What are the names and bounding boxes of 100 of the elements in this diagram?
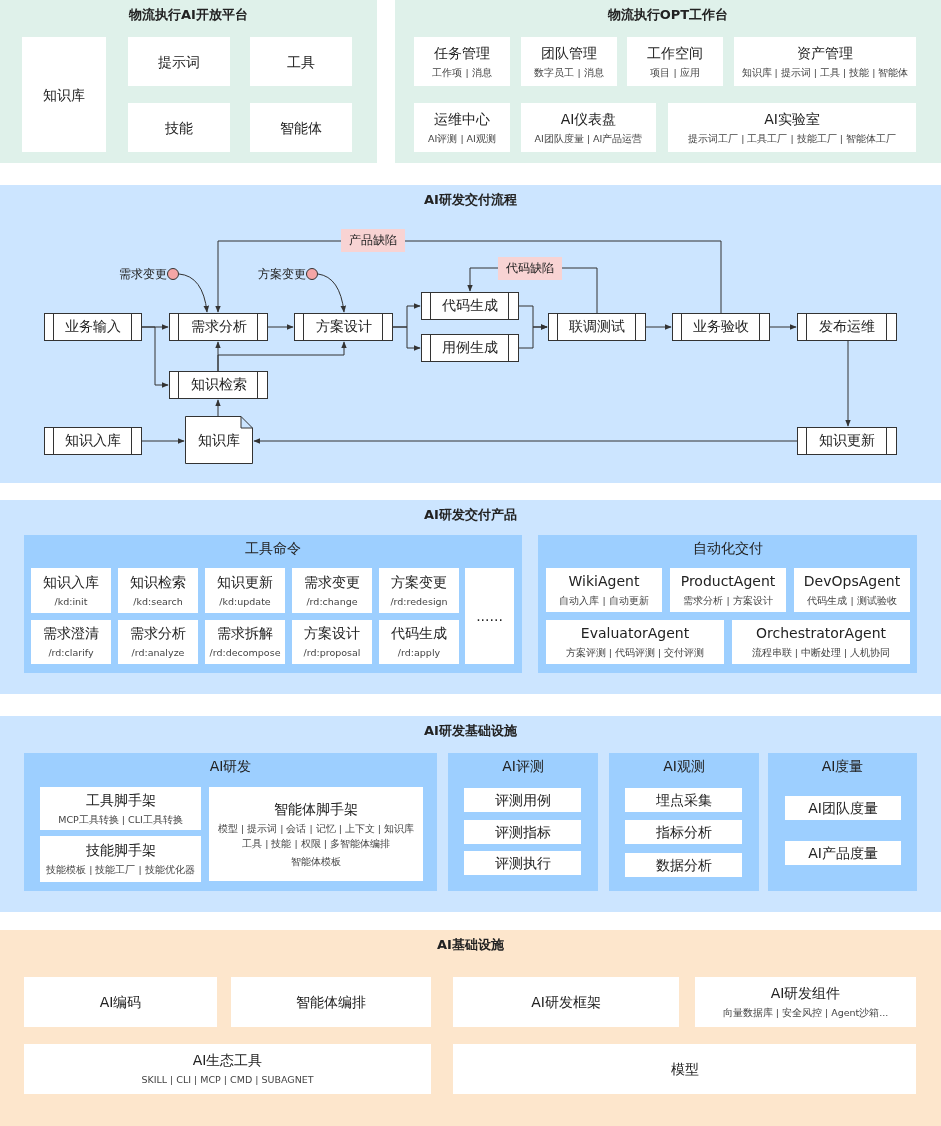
card-title: AI实验室 <box>764 109 820 128</box>
info-card <box>22 37 106 152</box>
card-subtitle: 技能模板 | 技能工厂 | 技能优化器 <box>45 863 196 877</box>
card-title: AI团队度量 <box>808 799 878 817</box>
card-title: 知识更新 <box>217 572 273 591</box>
info-card <box>625 788 742 812</box>
process-box: 用例生成 <box>421 334 519 362</box>
card-title: 模型 <box>670 1060 699 1078</box>
card-title: 技能脚手架 <box>85 841 156 859</box>
card-title: 需求拆解 <box>217 624 273 642</box>
card-title: 方案设计 <box>304 624 360 642</box>
group-panel <box>768 753 917 891</box>
card-subtitle: 向量数据库 | 安全风控 | Agent沙箱... <box>721 1006 890 1020</box>
info-card <box>414 103 510 152</box>
info-card <box>794 568 910 612</box>
info-card <box>625 820 742 844</box>
section-panel <box>395 0 941 163</box>
info-card <box>31 568 111 613</box>
panel-title: 自动化交付 <box>691 540 764 558</box>
info-card <box>625 853 742 877</box>
card-subtitle: /rd:apply <box>396 646 442 660</box>
info-card <box>695 977 916 1027</box>
info-card <box>521 103 656 152</box>
card-title: 技能 <box>165 118 193 137</box>
info-card <box>546 620 724 664</box>
card-title: 需求澄清 <box>43 624 99 642</box>
card-subtitle: /rd:proposal <box>302 646 362 660</box>
section-panel <box>0 0 377 163</box>
card-subtitle: 提示词工厂 | 工具工厂 | 技能工厂 | 智能体工厂 <box>687 131 897 146</box>
card-title: 运维中心 <box>434 109 490 128</box>
process-box: 知识检索 <box>169 371 268 399</box>
group-panel <box>24 753 437 891</box>
arrow <box>645 324 672 330</box>
card-subtitle: 方案评测 | 代码评测 | 交付评测 <box>564 646 706 660</box>
info-card <box>627 37 723 86</box>
card-title: 任务管理 <box>434 43 490 62</box>
event-label: 需求变更 <box>119 265 167 283</box>
arrow <box>141 326 169 388</box>
process-box: 业务验收 <box>672 313 770 341</box>
card-subtitle: 模型 | 提示词 | 会话 | 记忆 | 上下文 | 知识库工具 | 技能 | 权限 | 多智能体编排 <box>216 821 416 851</box>
card-subtitle: /rd:analyze <box>130 646 186 660</box>
info-card <box>668 103 916 152</box>
card-title: 智能体 <box>280 118 322 137</box>
panel-title: AI研发 <box>208 758 253 776</box>
section-title: 物流执行OPT工作台 <box>606 6 730 24</box>
group-panel <box>24 535 522 673</box>
panel-title: AI观测 <box>662 758 706 776</box>
section-panel <box>0 930 941 1126</box>
card-title: 评测执行 <box>494 854 551 872</box>
card-title: OrchestratorAgent <box>756 624 886 642</box>
info-card <box>379 620 459 664</box>
info-card <box>231 977 431 1027</box>
arrow <box>769 324 797 330</box>
info-card <box>31 620 111 664</box>
section-title: AI基础设施 <box>436 936 505 954</box>
info-card <box>128 103 230 152</box>
card-subtitle: /rd:clarify <box>47 646 95 660</box>
section-panel <box>0 185 941 483</box>
card-title: 方案变更 <box>391 572 447 591</box>
card-title: AI研发框架 <box>531 993 601 1011</box>
info-card <box>464 851 581 875</box>
info-card <box>24 1044 431 1094</box>
card-subtitle: /rd:redesign <box>389 594 449 609</box>
info-card <box>785 841 901 865</box>
card-subtitle: MCP工具转换 | CLI工具转换 <box>57 812 184 827</box>
info-card <box>40 836 201 882</box>
process-box: 知识更新 <box>797 427 897 455</box>
card-title: 工作空间 <box>647 43 703 62</box>
info-card <box>670 568 786 612</box>
info-card <box>292 568 372 613</box>
card-title: AI仪表盘 <box>560 109 617 128</box>
card-title: 埋点采集 <box>655 791 712 809</box>
arrow <box>467 267 598 314</box>
card-subtitle: /rd:change <box>305 594 359 609</box>
info-card <box>205 620 285 664</box>
card-title: ProductAgent <box>680 572 776 590</box>
arrow <box>518 324 548 349</box>
card-subtitle: AI评测 | AI观测 <box>427 131 497 146</box>
card-title: ...... <box>476 607 503 625</box>
card-subtitle: 项目 | 应用 <box>649 65 701 80</box>
card-subtitle: AI团队度量 | AI产品运营 <box>533 131 644 146</box>
card-subtitle: 流程串联 | 中断处理 | 人机协同 <box>750 646 892 660</box>
info-card <box>118 568 198 613</box>
info-card <box>205 568 285 613</box>
panel-title: 工具命令 <box>244 540 302 558</box>
card-subtitle: /kd:search <box>132 594 184 609</box>
info-card <box>40 787 201 830</box>
arrow <box>141 438 185 444</box>
info-card <box>521 37 617 86</box>
info-card <box>379 568 459 613</box>
info-card <box>209 787 423 881</box>
card-title: 提示词 <box>158 52 200 71</box>
info-card <box>250 37 352 86</box>
card-title: WikiAgent <box>568 572 640 590</box>
arrow <box>215 240 722 314</box>
info-card <box>732 620 910 664</box>
card-title: EvaluatorAgent <box>580 624 690 642</box>
arrow <box>217 341 347 372</box>
card-subtitle: SKILL | CLI | MCP | CMD | SUBAGNET <box>140 1073 315 1087</box>
arrow <box>267 324 294 330</box>
